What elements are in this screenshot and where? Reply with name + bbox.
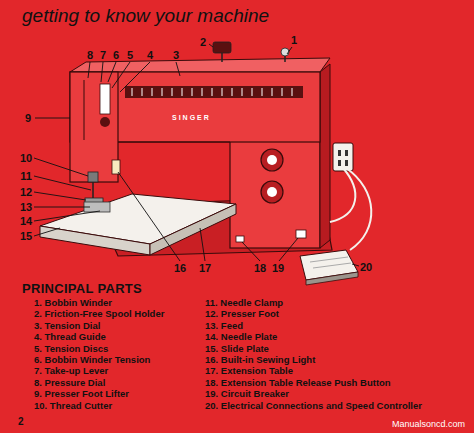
- part-list-item: 6. Bobbin Winder Tension: [34, 355, 150, 365]
- callout-number: 7: [100, 49, 106, 61]
- page-title: getting to know your machine: [22, 6, 269, 27]
- watermark: Manualsoncd.com: [392, 420, 465, 430]
- callout-number: 2: [200, 36, 206, 48]
- part-list-item: 17. Extension Table: [205, 366, 293, 376]
- callout-number: 15: [20, 230, 32, 242]
- callout-number: 16: [174, 262, 186, 274]
- part-list-item: 20. Electrical Connections and Speed Con…: [205, 401, 422, 411]
- part-list-item: 12. Presser Foot: [205, 309, 279, 319]
- callout-number: 10: [20, 152, 32, 164]
- part-list-item: 16. Built-in Sewing Light: [205, 355, 315, 365]
- part-list-item: 2. Friction-Free Spool Holder: [34, 309, 164, 319]
- part-list-item: 4. Thread Guide: [34, 332, 106, 342]
- callout-number: 5: [127, 49, 133, 61]
- part-list-item: 7. Take-up Lever: [34, 366, 108, 376]
- callout-number: 17: [199, 262, 211, 274]
- part-list-item: 9. Presser Foot Lifter: [34, 389, 129, 399]
- brand-name: SINGER: [172, 114, 211, 122]
- callout-number: 20: [360, 261, 372, 273]
- part-list-item: 8. Pressure Dial: [34, 378, 105, 388]
- page-number: 2: [18, 416, 24, 427]
- part-list-item: 5. Tension Discs: [34, 344, 108, 354]
- callout-number: 9: [25, 112, 31, 124]
- part-list-item: 15. Slide Plate: [205, 344, 269, 354]
- part-list-item: 3. Tension Dial: [34, 321, 100, 331]
- part-list-item: 10. Thread Cutter: [34, 401, 112, 411]
- callout-number: 3: [173, 49, 179, 61]
- callout-number: 13: [20, 201, 32, 213]
- callout-number: 6: [113, 49, 119, 61]
- callout-number: 1: [291, 34, 297, 46]
- callout-number: 8: [87, 49, 93, 61]
- parts-heading: PRINCIPAL PARTS: [22, 282, 142, 296]
- part-list-item: 18. Extension Table Release Push Button: [205, 378, 391, 388]
- part-list-item: 11. Needle Clamp: [205, 298, 283, 308]
- part-list-item: 13. Feed: [205, 321, 243, 331]
- part-list-item: 19. Circuit Breaker: [205, 389, 289, 399]
- callout-number: 12: [20, 186, 32, 198]
- callout-number: 11: [20, 170, 32, 182]
- callout-number: 14: [20, 215, 32, 227]
- part-list-item: 1. Bobbin Winder: [34, 298, 112, 308]
- part-list-item: 14. Needle Plate: [205, 332, 277, 342]
- callout-number: 19: [272, 262, 284, 274]
- callout-number: 18: [254, 262, 266, 274]
- callout-number: 4: [147, 49, 153, 61]
